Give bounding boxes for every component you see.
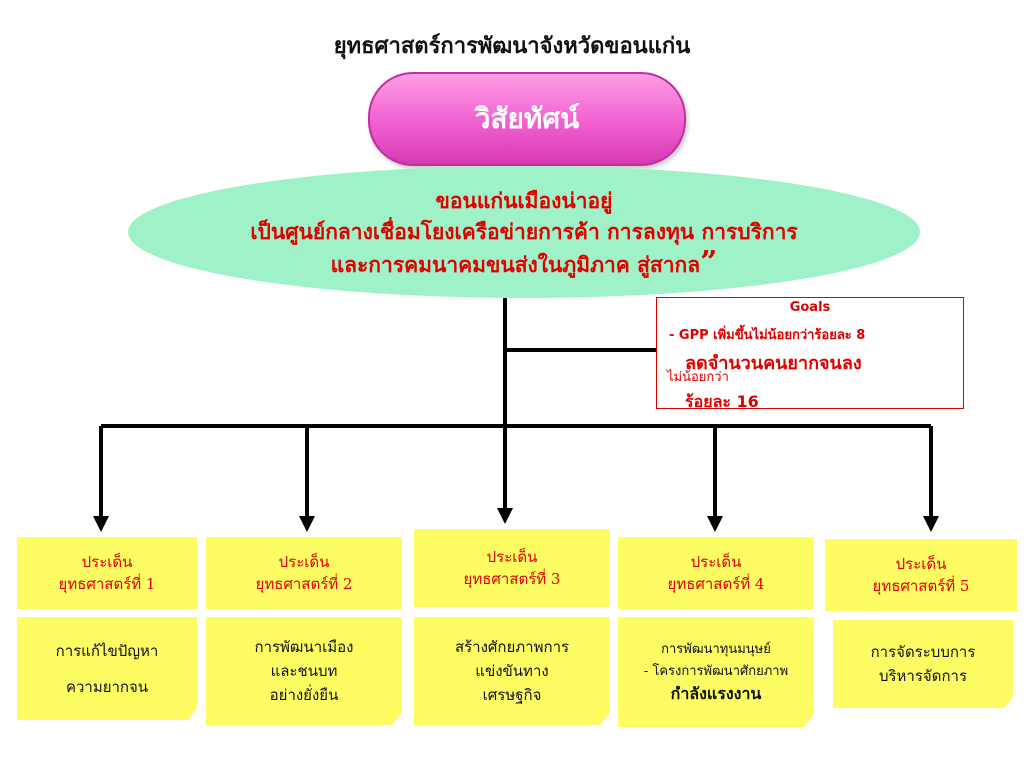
vision-label: วิสัยทัศน์: [368, 72, 686, 166]
goals-heading: Goals: [789, 300, 831, 315]
strategy-1-heading: ประเด็น ยุทธศาสตร์ที่ 1: [17, 537, 197, 609]
strategy-4-heading: ประเด็น ยุทธศาสตร์ที่ 4: [618, 537, 814, 609]
strategy-4-note-1: การพัฒนาทุนมนุษย์: [661, 642, 771, 657]
strategy-2-note-2: และชนบท: [270, 662, 338, 680]
goal-poverty: ลดจำนวนคนยากจนลง: [685, 353, 862, 374]
strategy-5-heading: ประเด็น ยุทธศาสตร์ที่ 5: [825, 539, 1017, 611]
goals-box: Goals - GPP เพิ่มขึ้นไม่น้อยกว่าร้อยละ 8…: [656, 297, 964, 409]
strategy-1-head2: ยุทธศาสตร์ที่ 1: [58, 575, 156, 593]
vision-line-3-wrap: และการคมนาคมขนส่งในภูมิภาค สู่สากล”: [331, 247, 718, 280]
strategy-4-head1: ประเด็น: [690, 553, 742, 571]
strategy-5-note-2: บริหารจัดการ: [878, 667, 968, 685]
strategy-4-head2: ยุทธศาสตร์ที่ 4: [667, 575, 765, 593]
strategy-1-note-2: ความยากจน: [65, 677, 149, 696]
strategy-3-note-2: แข่งขันทาง: [475, 662, 549, 680]
strategy-4-note: การพัฒนาทุนมนุษย์ - โครงการพัฒนาศักยภาพ …: [618, 617, 814, 727]
strategy-4-note-3: กำลังแรงงาน: [670, 684, 762, 703]
goal-gpp: - GPP เพิ่มขึ้นไม่น้อยกว่าร้อยละ 8: [669, 328, 866, 343]
strategy-5-head1: ประเด็น: [895, 555, 947, 573]
strategy-5-note-1: การจัดระบบการ: [870, 643, 976, 661]
goal-poverty-note: ไม่น้อยกว่า: [667, 370, 729, 385]
vision-label-text: วิสัยทัศน์: [474, 102, 580, 135]
strategy-3-head1: ประเด็น: [486, 548, 538, 566]
strategy-2-head2: ยุทธศาสตร์ที่ 2: [255, 575, 353, 593]
vision-line-2: เป็นศูนย์กลางเชื่อมโยงเครือข่ายการค้า กา…: [250, 218, 798, 244]
strategy-2-note-1: การพัฒนาเมือง: [254, 638, 354, 656]
strategy-2-head1: ประเด็น: [278, 553, 330, 571]
strategy-5-note: การจัดระบบการ บริหารจัดการ: [833, 620, 1013, 708]
vision-line-1: ขอนแก่นเมืองน่าอยู่: [435, 187, 613, 213]
strategy-3-note-1: สร้างศักยภาพการ: [454, 638, 570, 656]
strategy-1-note: การแก้ไขปัญหา ความยากจน: [17, 617, 197, 720]
closing-quote: ”: [700, 244, 718, 280]
strategy-1-note-1: การแก้ไขปัญหา: [55, 641, 159, 660]
strategy-3-note: สร้างศักยภาพการ แข่งขันทาง เศรษฐกิจ: [414, 617, 610, 725]
strategy-4-note-2: - โครงการพัฒนาศักยภาพ: [643, 664, 789, 679]
vision-statement: ขอนแก่นเมืองน่าอยู่ เป็นศูนย์กลางเชื่อมโ…: [128, 166, 920, 298]
strategy-2-heading: ประเด็น ยุทธศาสตร์ที่ 2: [206, 537, 402, 609]
vision-line-3: และการคมนาคมขนส่งในภูมิภาค สู่สากล: [330, 251, 701, 277]
strategy-3-heading: ประเด็น ยุทธศาสตร์ที่ 3: [414, 529, 610, 607]
strategy-3-note-3: เศรษฐกิจ: [482, 686, 542, 704]
page-title: ยุทธศาสตร์การพัฒนาจังหวัดขอนแก่น: [333, 33, 691, 59]
goal-poverty-percent: ร้อยละ 16: [685, 392, 759, 409]
strategy-5-head2: ยุทธศาสตร์ที่ 5: [872, 577, 970, 595]
strategy-3-head2: ยุทธศาสตร์ที่ 3: [463, 570, 561, 588]
strategy-1-head1: ประเด็น: [81, 553, 133, 571]
strategy-2-note: การพัฒนาเมือง และชนบท อย่างยั่งยืน: [206, 617, 402, 725]
strategy-2-note-3: อย่างยั่งยืน: [269, 686, 339, 704]
